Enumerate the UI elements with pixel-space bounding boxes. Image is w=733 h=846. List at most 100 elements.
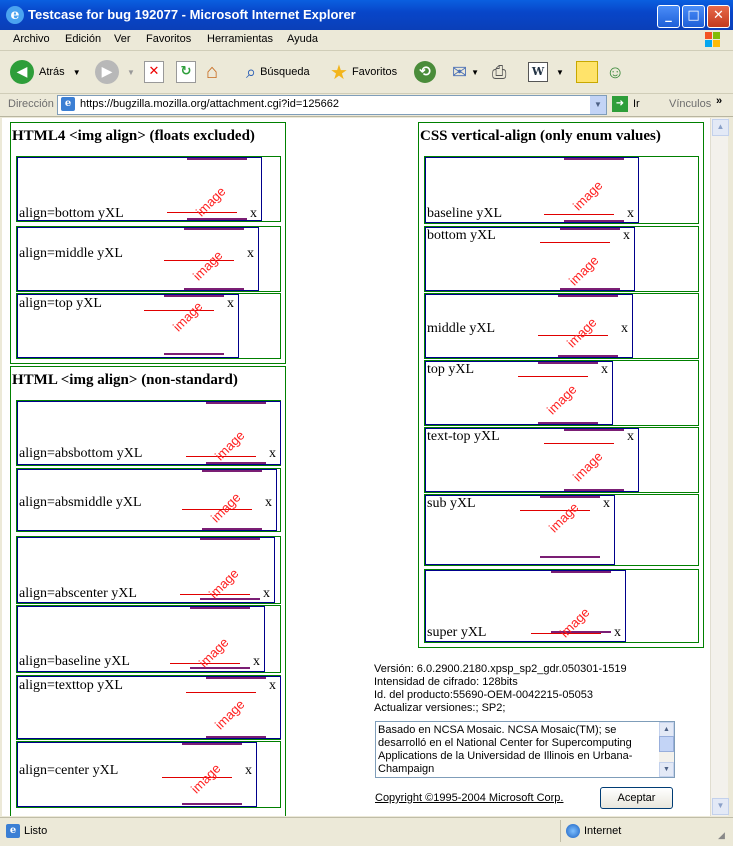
refresh-button[interactable]: ↻ bbox=[176, 58, 196, 86]
page-scrollbar[interactable]: ▲ ▼ bbox=[710, 118, 729, 816]
search-label: Búsqueda bbox=[260, 66, 310, 78]
chevron-right-icon[interactable]: » bbox=[716, 95, 723, 107]
home-button[interactable]: ⌂ bbox=[206, 58, 218, 86]
image-placeholder: image bbox=[545, 499, 582, 536]
links-label[interactable]: Vínculos bbox=[669, 98, 712, 110]
image-border bbox=[540, 496, 600, 498]
image-border bbox=[564, 489, 624, 491]
resize-grip-icon[interactable]: ◢ bbox=[718, 830, 725, 840]
print-button[interactable]: ⎙ bbox=[492, 58, 506, 86]
case-label: align=baseline yXL bbox=[19, 654, 130, 669]
menu-ver[interactable]: Ver bbox=[114, 33, 131, 45]
address-input[interactable]: e https://bugzilla.mozilla.org/attachmen… bbox=[57, 95, 607, 115]
star-icon: ★ bbox=[330, 61, 348, 84]
home-icon: ⌂ bbox=[206, 60, 219, 83]
go-arrow-icon[interactable]: ➜ bbox=[612, 96, 628, 112]
case-trail: x bbox=[269, 446, 276, 461]
close-button[interactable]: ✕ bbox=[707, 5, 730, 28]
back-label: Atrás bbox=[39, 66, 65, 78]
scroll-up-icon[interactable]: ▲ bbox=[712, 119, 729, 136]
image-placeholder: image bbox=[563, 314, 600, 351]
image-border bbox=[538, 422, 598, 424]
back-dropdown-icon: ▼ bbox=[72, 67, 81, 77]
case-label: align=absmiddle yXL bbox=[19, 495, 142, 510]
menu-archivo[interactable]: Archivo bbox=[13, 33, 50, 45]
word-icon: W bbox=[528, 62, 548, 82]
image-border bbox=[540, 556, 600, 558]
edit-dropdown-icon: ▼ bbox=[556, 67, 564, 77]
discuss-button[interactable] bbox=[576, 58, 598, 86]
messenger-button[interactable]: ☺ bbox=[606, 58, 624, 86]
css-vertical-align-section bbox=[418, 122, 704, 648]
about-scrollbar[interactable]: ▲ ▼ bbox=[659, 722, 674, 777]
case-trail: x bbox=[614, 625, 621, 640]
case-trail: x bbox=[247, 246, 254, 261]
menu-herramientas[interactable]: Herramientas bbox=[207, 33, 274, 45]
ok-button[interactable]: Aceptar bbox=[600, 787, 673, 809]
case-label: align=texttop yXL bbox=[19, 678, 123, 693]
case-label: sub yXL bbox=[427, 496, 476, 511]
image-border bbox=[206, 736, 266, 738]
image-border bbox=[182, 803, 242, 805]
back-button[interactable]: ◀ Atrás ▼ bbox=[10, 58, 81, 86]
image-placeholder: image bbox=[565, 252, 602, 289]
menu-bar: Archivo Edición Ver Favoritos Herramient… bbox=[0, 30, 733, 51]
scroll-up-icon[interactable]: ▲ bbox=[659, 722, 674, 737]
messenger-icon: ☺ bbox=[606, 61, 625, 82]
image-placeholder: image bbox=[207, 489, 244, 526]
edit-button[interactable]: W ▼ bbox=[528, 58, 564, 86]
mail-button[interactable]: ✉ ▼ bbox=[452, 58, 479, 86]
stop-button[interactable]: ✕ bbox=[144, 58, 164, 86]
search-button[interactable]: ⌕ Búsqueda bbox=[246, 58, 310, 86]
minimize-button[interactable]: _ bbox=[657, 5, 680, 28]
case-trail: x bbox=[627, 206, 634, 221]
address-dropdown-icon[interactable]: ▼ bbox=[590, 96, 606, 114]
about-credits-box[interactable]: Basado en NCSA Mosaic. NCSA Mosaic(TM); … bbox=[375, 721, 675, 778]
case-label: align=middle yXL bbox=[19, 246, 123, 261]
image-border bbox=[551, 571, 611, 573]
ie-logo-icon: e bbox=[6, 6, 24, 24]
image-border bbox=[202, 470, 262, 472]
image-placeholder: image bbox=[189, 247, 226, 284]
menu-favoritos[interactable]: Favoritos bbox=[146, 33, 192, 45]
scroll-down-icon[interactable]: ▼ bbox=[659, 762, 674, 777]
history-button[interactable]: ⟲ bbox=[414, 58, 436, 86]
image-line bbox=[544, 214, 614, 215]
menu-edicion[interactable]: Edición bbox=[65, 33, 102, 45]
image-border bbox=[184, 228, 244, 230]
maximize-button[interactable]: □ bbox=[682, 5, 705, 28]
forward-button[interactable]: ▶ ▼ bbox=[95, 58, 135, 86]
go-label[interactable]: Ir bbox=[633, 98, 640, 110]
copyright-link[interactable]: Copyright ©1995-2004 Microsoft Corp. bbox=[375, 792, 564, 804]
mail-icon: ✉ bbox=[452, 61, 468, 82]
note-icon bbox=[576, 61, 598, 83]
case-trail: x bbox=[253, 654, 260, 669]
case-label: align=top yXL bbox=[19, 296, 102, 311]
scroll-down-icon[interactable]: ▼ bbox=[712, 798, 729, 815]
favorites-button[interactable]: ★ Favoritos bbox=[330, 58, 397, 86]
case-label: baseline yXL bbox=[427, 206, 503, 221]
scroll-thumb[interactable] bbox=[659, 736, 674, 752]
image-border bbox=[190, 607, 250, 609]
image-border bbox=[200, 538, 260, 540]
search-icon: ⌕ bbox=[246, 61, 257, 82]
menu-ayuda[interactable]: Ayuda bbox=[287, 33, 318, 45]
case-trail: x bbox=[269, 678, 276, 693]
window-title: Testcase for bug 192077 - Microsoft Inte… bbox=[28, 7, 356, 22]
image-border bbox=[564, 158, 624, 160]
about-version-block: Versión: 6.0.2900.2180.xpsp_sp2_gdr.0503… bbox=[374, 663, 627, 715]
image-line bbox=[167, 212, 237, 213]
